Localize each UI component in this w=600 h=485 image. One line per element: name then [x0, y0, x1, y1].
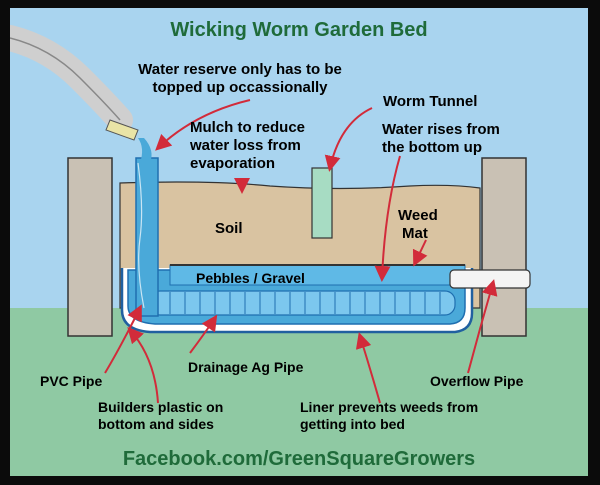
label-water-rises-1: Water rises from	[382, 121, 500, 138]
hose-nozzle	[105, 119, 139, 141]
pointer-arrows	[104, 99, 498, 404]
right-wall	[481, 157, 527, 337]
diagram-title: Wicking Worm Garden Bed	[170, 19, 427, 41]
label-weed-mat-2: Mat	[402, 225, 428, 242]
label-water-reserve-2: topped up occassionally	[152, 79, 328, 96]
arrow-water-rises	[374, 155, 401, 282]
label-weed-mat-1: Weed	[398, 207, 438, 224]
worm-tunnel	[311, 167, 333, 239]
arrow-worm-tunnel	[324, 107, 373, 172]
label-overflow: Overflow Pipe	[430, 373, 524, 389]
label-mulch-1: Mulch to reduce	[190, 119, 305, 136]
pvc-pipe	[135, 157, 159, 317]
label-mulch-2: water loss from	[189, 137, 301, 154]
arrow-weed-mat	[412, 239, 428, 267]
arrow-pvc-pipe	[104, 304, 142, 374]
label-soil: Soil	[215, 220, 243, 237]
label-water-rises-2: the bottom up	[382, 139, 482, 156]
label-water-reserve-1: Water reserve only has to be	[138, 61, 342, 78]
label-pvc-pipe: PVC Pipe	[40, 373, 102, 389]
garden-bed-diagram: Wicking Worm Garden Bed Water reserve on…	[10, 8, 588, 476]
arrow-water-reserve	[155, 99, 251, 151]
arrow-builders	[127, 327, 159, 404]
label-builders-1: Builders plastic on	[98, 399, 223, 415]
label-liner-1: Liner prevents weeds from	[300, 399, 478, 415]
drainage-ag-pipe	[149, 290, 456, 316]
label-drainage: Drainage Ag Pipe	[188, 359, 304, 375]
arrow-overflow	[467, 279, 498, 374]
arrow-liner	[355, 332, 381, 404]
label-worm-tunnel: Worm Tunnel	[383, 93, 477, 110]
label-liner-2: getting into bed	[300, 416, 405, 432]
pipe-ridges	[169, 292, 441, 314]
footer-facebook-link: Facebook.com/GreenSquareGrowers	[123, 448, 475, 470]
label-pebbles: Pebbles / Gravel	[196, 270, 305, 286]
water-stream	[138, 138, 152, 163]
diagram-panel: Wicking Worm Garden Bed Water reserve on…	[10, 8, 588, 476]
left-wall	[67, 157, 113, 337]
overflow-pipe	[449, 269, 531, 289]
arrow-drainage	[189, 314, 218, 354]
label-mulch-3: evaporation	[190, 155, 275, 172]
label-builders-2: bottom and sides	[98, 416, 214, 432]
